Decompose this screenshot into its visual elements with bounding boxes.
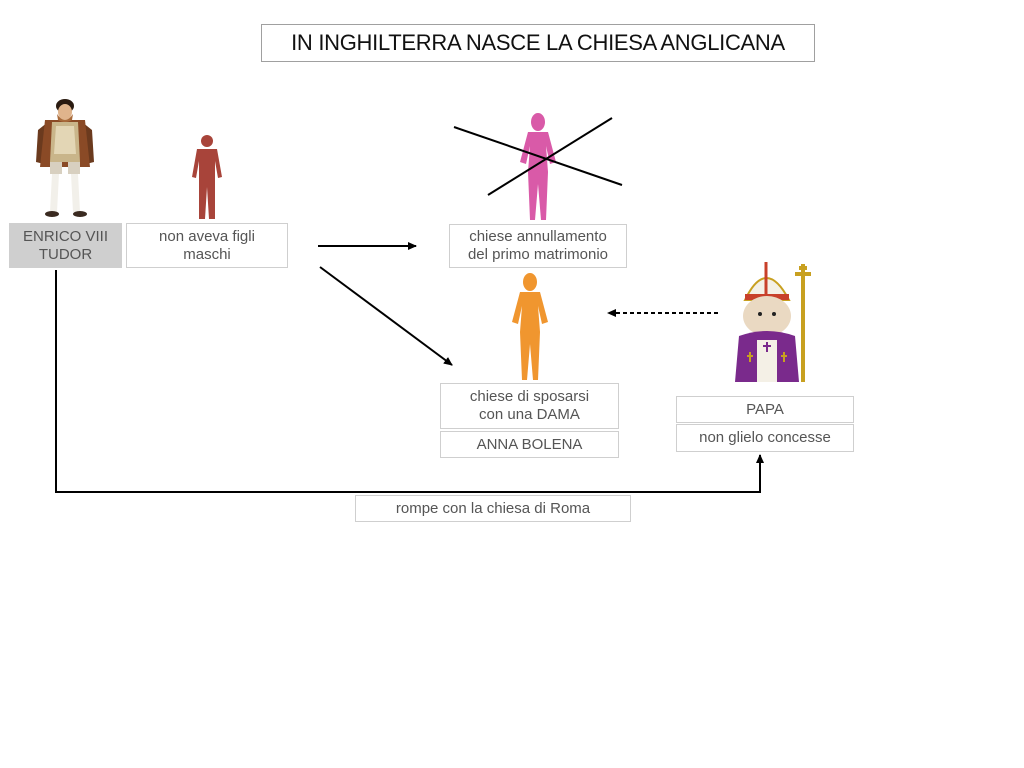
arrow-to-sposarsi [319, 266, 453, 366]
pope-illustration [735, 262, 811, 382]
annullamento-box: chiese annullamento del primo matrimonio [449, 224, 627, 268]
papa-box: PAPA [676, 396, 854, 423]
man-silhouette-icon [192, 135, 222, 219]
path-enrico-to-papa [55, 270, 764, 493]
anna-bolena-box: ANNA BOLENA [440, 431, 619, 458]
slide-title: IN INGHILTERRA NASCE LA CHIESA ANGLICANA [261, 24, 815, 62]
king-henry-illustration [36, 99, 94, 217]
rompe-box: rompe con la chiesa di Roma [355, 495, 631, 522]
enrico-box: ENRICO VIII TUDOR [9, 223, 122, 268]
woman-silhouette-crossed-icon [520, 113, 556, 220]
woman-silhouette-icon [512, 273, 548, 380]
non-concesse-box: non glielo concesse [676, 424, 854, 452]
no-figli-box: non aveva figli maschi [126, 223, 288, 268]
sposarsi-box: chiese di sposarsi con una DAMA [440, 383, 619, 429]
